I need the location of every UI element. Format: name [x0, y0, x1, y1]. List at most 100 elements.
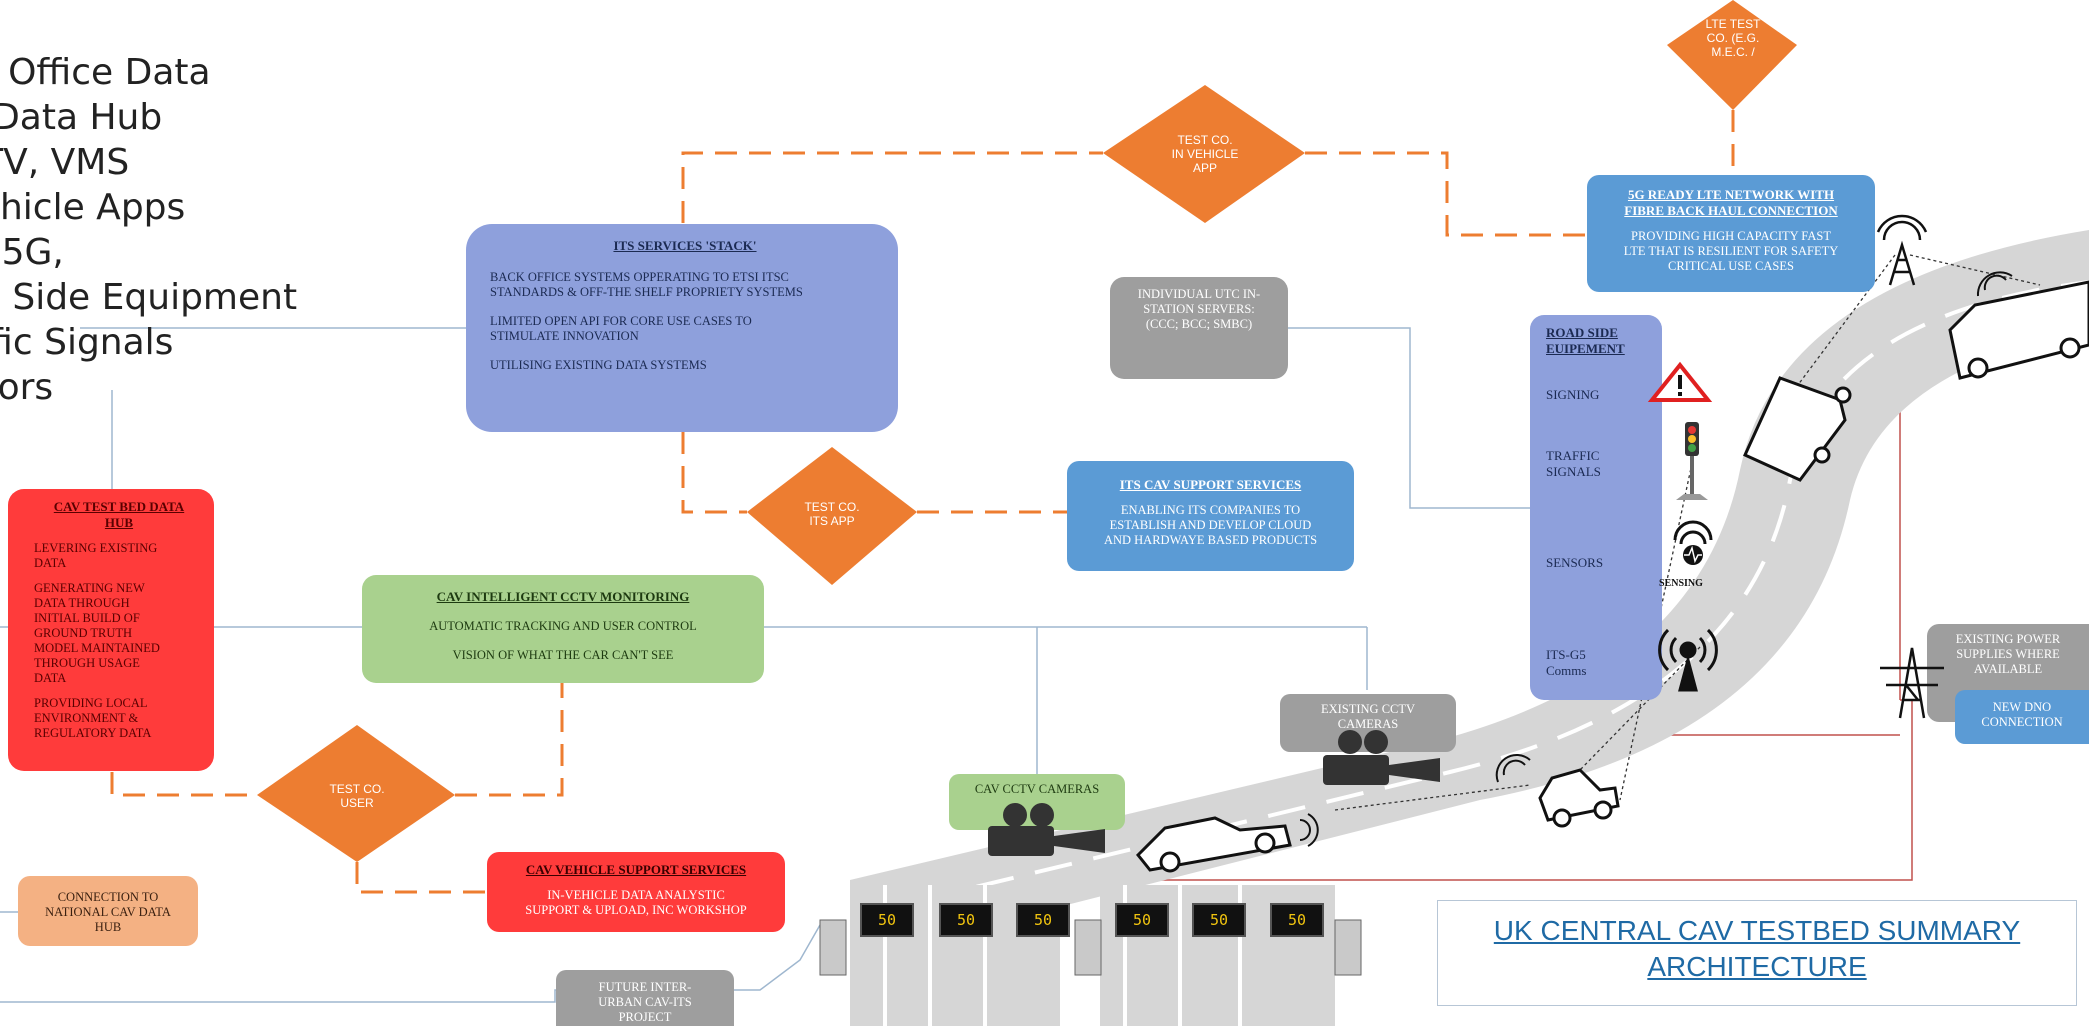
speed-sign: 50 [1192, 903, 1246, 937]
its-stack-line: STANDARDS & OFF-THE SHELF PROPRIETY SYST… [490, 285, 803, 299]
future-line: PROJECT [618, 1010, 672, 1024]
user-label: TEST CO. USER [317, 782, 397, 810]
lte-line: LTE THAT IS RESILIENT FOR SAFETY [1623, 244, 1839, 258]
speed-sign: 50 [939, 903, 993, 937]
legend-item: ad Side Equipment [0, 277, 298, 318]
user-label-line: TEST CO. [329, 782, 385, 796]
legend-item: E, 5G, [0, 232, 64, 273]
power-line: SUPPLIES WHERE [1956, 647, 2060, 661]
its-stack-line: STIMULATE INNOVATION [490, 329, 639, 343]
hub-line: DATA [34, 671, 67, 685]
its-services-stack-box: ITS SERVICES 'STACK' BACK OFFICE SYSTEMS… [466, 224, 898, 432]
speed-sign: 50 [1016, 903, 1070, 937]
hub-line [34, 571, 204, 581]
dno-line: NEW DNO [1992, 700, 2052, 714]
roadside-title-line: EUIPEMENT [1546, 341, 1625, 356]
support-line: AND HARDWAYE BASED PRODUCTS [1103, 533, 1318, 547]
cav-data-hub-box: CAV TEST BED DATA HUB LEVERING EXISTING … [8, 489, 214, 771]
existing-cctv-line: CAMERAS [1337, 717, 1399, 731]
diagram-title-line: ARCHITECTURE [1647, 951, 1867, 982]
its-stack-line: UTILISING EXISTING DATA SYSTEMS [490, 358, 707, 372]
hub-line: REGULATORY DATA [34, 726, 152, 740]
hub-line: ENVIRONMENT & [34, 711, 139, 725]
lte-network-box: 5G READY LTE NETWORK WITH FIBRE BACK HAU… [1587, 175, 1875, 292]
its-stack-line: BACK OFFICE SYSTEMS OPPERATING TO ETSI I… [490, 270, 789, 284]
hub-title-line: HUB [104, 515, 134, 530]
roadside-item-its-g5: ITS-G5 [1546, 647, 1586, 662]
utc-line: INDIVIDUAL UTC IN- [1137, 287, 1261, 301]
speed-sign: 50 [1115, 903, 1169, 937]
support-line: ENABLING ITS COMPANIES TO [1120, 503, 1301, 517]
legend-item: ck Office Data [0, 52, 211, 93]
its-stack-title: ITS SERVICES 'STACK' [613, 238, 757, 253]
hub-line: THROUGH USAGE [34, 656, 140, 670]
hub-line: DATA [34, 556, 67, 570]
roadside-title: ROAD SIDE EUIPEMENT [1546, 325, 1625, 357]
national-hub-line: HUB [94, 920, 122, 934]
vehicle-support-line: IN-VEHICLE DATA ANALYSTIC [547, 888, 725, 902]
diagram-title-box: UK CENTRAL CAV TESTBED SUMMARY ARCHITECT… [1437, 900, 2077, 1006]
existing-cctv-line: EXISTING CCTV [1320, 702, 1416, 716]
in-vehicle-app-label-line: IN VEHICLE [1171, 147, 1239, 161]
lte-test-label-line: CO. (E.G. [1706, 31, 1760, 45]
future-line: FUTURE INTER- [598, 980, 692, 994]
cctv-monitoring-line: VISION OF WHAT THE CAR CAN'T SEE [452, 648, 674, 662]
new-dno-box: NEW DNO CONNECTION [1955, 690, 2089, 744]
its-app-label-line: ITS APP [809, 514, 855, 528]
lte-title-line: FIBRE BACK HAUL CONNECTION [1624, 203, 1838, 218]
lte-line: CRITICAL USE CASES [1668, 259, 1794, 273]
in-vehicle-app-label: TEST CO. IN VEHICLE APP [1155, 133, 1255, 175]
vehicle-support-title: CAV VEHICLE SUPPORT SERVICES [525, 862, 747, 877]
hub-line: PROVIDING LOCAL [34, 696, 148, 710]
hub-line [34, 686, 204, 696]
support-title: ITS CAV SUPPORT SERVICES [1119, 477, 1302, 492]
its-app-label: TEST CO. ITS APP [792, 500, 872, 528]
legend-item: CTV, VMS [0, 142, 130, 183]
cctv-monitoring-line: AUTOMATIC TRACKING AND USER CONTROL [429, 619, 697, 633]
roadside-title-line: ROAD SIDE [1546, 325, 1618, 340]
hub-line: GENERATING NEW [34, 581, 145, 595]
national-hub-box: CONNECTION TO NATIONAL CAV DATA HUB [18, 876, 198, 946]
diagram-title-line: UK CENTRAL CAV TESTBED SUMMARY [1493, 915, 2021, 946]
legend-item: nsors [0, 367, 54, 408]
hub-line: LEVERING EXISTING [34, 541, 158, 555]
utc-line: STATION SERVERS: [1143, 302, 1255, 316]
speed-sign: 50 [1270, 903, 1324, 937]
future-project-box: FUTURE INTER- URBAN CAV-ITS PROJECT [556, 970, 734, 1026]
cav-cctv-box: CAV CCTV CAMERAS [949, 774, 1125, 830]
hub-lines: LEVERING EXISTING DATA GENERATING NEW DA… [34, 541, 204, 741]
its-stack-line: LIMITED OPEN API FOR CORE USE CASES TO [490, 314, 752, 328]
roadside-item-traffic: TRAFFIC [1546, 448, 1600, 463]
cctv-monitoring-box: CAV INTELLIGENT CCTV MONITORING AUTOMATI… [362, 575, 764, 683]
legend-item: V Data Hub [0, 97, 163, 138]
sensing-label: SENSING [1659, 578, 1703, 589]
utc-servers-box: INDIVIDUAL UTC IN- STATION SERVERS: (CCC… [1110, 277, 1288, 379]
national-hub-line: CONNECTION TO [57, 890, 159, 904]
roadside-equipment-panel [1530, 315, 1662, 700]
vehicle-support-line: SUPPORT & UPLOAD, INC WORKSHOP [525, 903, 747, 917]
hub-line: INITIAL BUILD OF [34, 611, 140, 625]
lte-line: PROVIDING HIGH CAPACITY FAST [1631, 229, 1831, 243]
speed-sign: 50 [860, 903, 914, 937]
roadside-item-signing: SIGNING [1546, 387, 1600, 402]
its-cav-support-box: ITS CAV SUPPORT SERVICES ENABLING ITS CO… [1067, 461, 1354, 571]
roadside-item-signals: SIGNALS [1546, 464, 1601, 479]
support-line: ESTABLISH AND DEVELOP CLOUD [1109, 518, 1312, 532]
lte-test-label-line: LTE TEST [1705, 17, 1761, 31]
in-vehicle-app-label-line: APP [1192, 161, 1217, 175]
hub-line: GROUND TRUTH [34, 626, 133, 640]
legend-list: ck Office Data V Data Hub CTV, VMS Vehic… [0, 50, 297, 410]
vehicle-support-box: CAV VEHICLE SUPPORT SERVICES IN-VEHICLE … [487, 852, 785, 932]
lte-test-label-line: M.E.C. / [1711, 45, 1755, 59]
cctv-monitoring-title: CAV INTELLIGENT CCTV MONITORING [436, 589, 690, 604]
lte-title-line: 5G READY LTE NETWORK WITH [1627, 187, 1835, 202]
roadside-item-sensors: SENSORS [1546, 555, 1604, 570]
dno-line: CONNECTION [1981, 715, 2063, 729]
in-vehicle-app-label-line: TEST CO. [1177, 133, 1233, 147]
hub-title-line: CAV TEST BED DATA [53, 499, 185, 514]
power-line: EXISTING POWER [1955, 632, 2061, 646]
existing-cctv-box: EXISTING CCTV CAMERAS [1280, 694, 1456, 752]
its-app-label-line: TEST CO. [804, 500, 860, 514]
